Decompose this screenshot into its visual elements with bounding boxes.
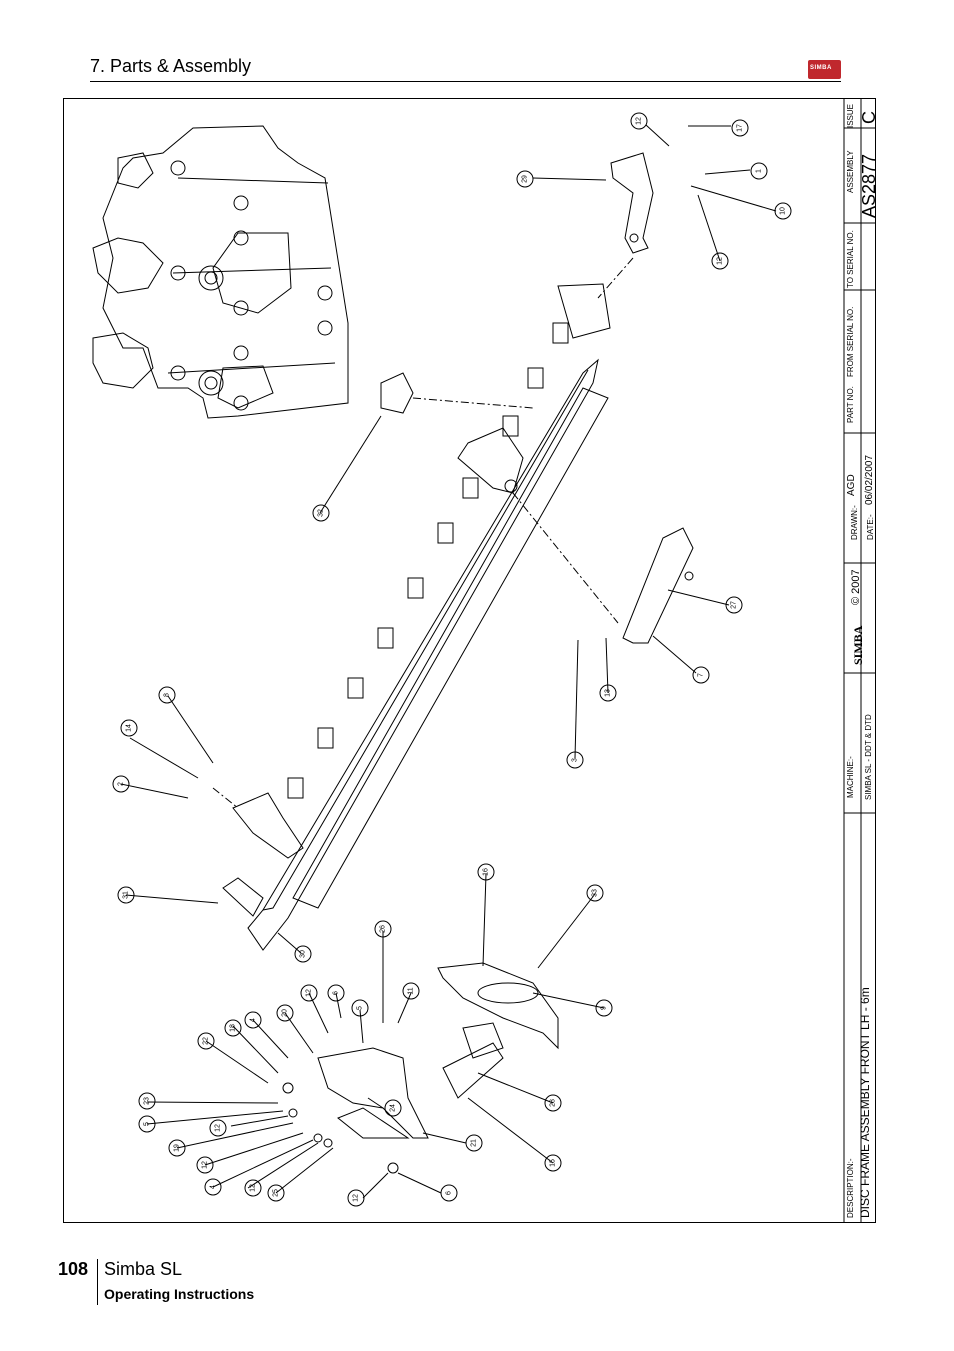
footer-divider bbox=[97, 1259, 98, 1305]
callout-20: 20 bbox=[282, 1009, 289, 1017]
callout-29: 29 bbox=[522, 175, 529, 183]
callout-1: 1 bbox=[756, 169, 763, 173]
part-no-label: PART NO. bbox=[846, 386, 855, 423]
description-value: DISC FRAME ASSEMBLY FRONT LH - 6m bbox=[858, 987, 872, 1218]
issue-label: ISSUE bbox=[846, 103, 855, 128]
callout-12: 12 bbox=[636, 117, 643, 125]
callout-23: 23 bbox=[144, 1097, 151, 1105]
logo-text: SIMBA bbox=[810, 65, 832, 71]
callout-12: 12 bbox=[306, 989, 313, 997]
exploded-parts-drawing: 12 17 1 10 12 29 32 27 7 13 3 8 14 2 31 30 16 33 9 28 15 26 11… bbox=[92, 98, 876, 1223]
callout-8: 8 bbox=[164, 693, 171, 697]
product-name: Simba SL bbox=[104, 1259, 183, 1279]
callout-5: 5 bbox=[144, 1122, 151, 1126]
callout-9: 9 bbox=[601, 1006, 608, 1010]
callout-12: 12 bbox=[717, 257, 724, 265]
callout-6: 6 bbox=[333, 991, 340, 995]
callout-3: 3 bbox=[572, 758, 579, 762]
callout-13: 13 bbox=[605, 689, 612, 697]
callout-4: 4 bbox=[210, 1185, 217, 1189]
header-divider bbox=[90, 81, 841, 82]
simba-logo: SIMBA bbox=[808, 60, 841, 79]
callout-17: 17 bbox=[737, 124, 744, 132]
document-subtitle: Operating Instructions bbox=[104, 1286, 255, 1302]
callout-27: 27 bbox=[731, 601, 738, 609]
machine-value: SIMBA SL - DDT & DTD bbox=[864, 714, 873, 800]
to-serial-label: TO SERIAL NO. bbox=[846, 230, 855, 288]
callout-11: 11 bbox=[408, 987, 415, 994]
copyright: © 2007 bbox=[850, 569, 862, 605]
machine-label: MACHINE:- bbox=[846, 756, 855, 798]
drawn-label: DRAWN:- bbox=[850, 505, 859, 540]
callout-2: 2 bbox=[118, 782, 125, 786]
description-label: DESCRIPTION:- bbox=[846, 1158, 855, 1218]
callout-6: 6 bbox=[446, 1191, 453, 1195]
callout-21: 21 bbox=[471, 1139, 478, 1147]
callout-19: 19 bbox=[174, 1144, 181, 1152]
callout-16: 16 bbox=[483, 868, 490, 876]
brand-mark: SIMBA bbox=[851, 625, 865, 665]
date-label: DATE:- bbox=[866, 514, 875, 540]
drawing-frame bbox=[63, 98, 876, 1223]
callout-25: 25 bbox=[273, 1189, 280, 1197]
callout-18: 18 bbox=[230, 1024, 237, 1032]
page-number: 108 bbox=[58, 1259, 89, 1279]
assembly-label: ASSEMBLY bbox=[846, 150, 855, 193]
date-value: 06/02/2007 bbox=[864, 454, 875, 505]
callout-12: 12 bbox=[202, 1161, 209, 1169]
callout-4: 4 bbox=[250, 1018, 257, 1022]
callout-31: 31 bbox=[123, 891, 130, 899]
issue-value: C bbox=[859, 111, 879, 124]
callout-22: 22 bbox=[203, 1037, 210, 1045]
from-serial-label: FROM SERIAL NO. bbox=[846, 306, 855, 377]
callout-30: 30 bbox=[300, 950, 307, 958]
callout-12: 12 bbox=[250, 1184, 257, 1192]
drawn-value: AGD bbox=[846, 474, 857, 496]
callout-10: 10 bbox=[780, 207, 787, 215]
callout-12: 12 bbox=[215, 1124, 222, 1132]
callout-28: 28 bbox=[550, 1099, 557, 1107]
callout-24: 24 bbox=[390, 1104, 397, 1112]
callout-5: 5 bbox=[357, 1006, 364, 1010]
callout-32: 32 bbox=[318, 509, 325, 517]
callout-26: 26 bbox=[380, 925, 387, 933]
callout-12: 12 bbox=[353, 1194, 360, 1202]
callout-15: 15 bbox=[550, 1159, 557, 1167]
callout-33: 33 bbox=[592, 889, 599, 897]
callout-14: 14 bbox=[126, 724, 133, 732]
assembly-number: AS2877 bbox=[859, 153, 879, 218]
section-title: 7. Parts & Assembly bbox=[90, 56, 252, 76]
callout-7: 7 bbox=[698, 673, 705, 677]
